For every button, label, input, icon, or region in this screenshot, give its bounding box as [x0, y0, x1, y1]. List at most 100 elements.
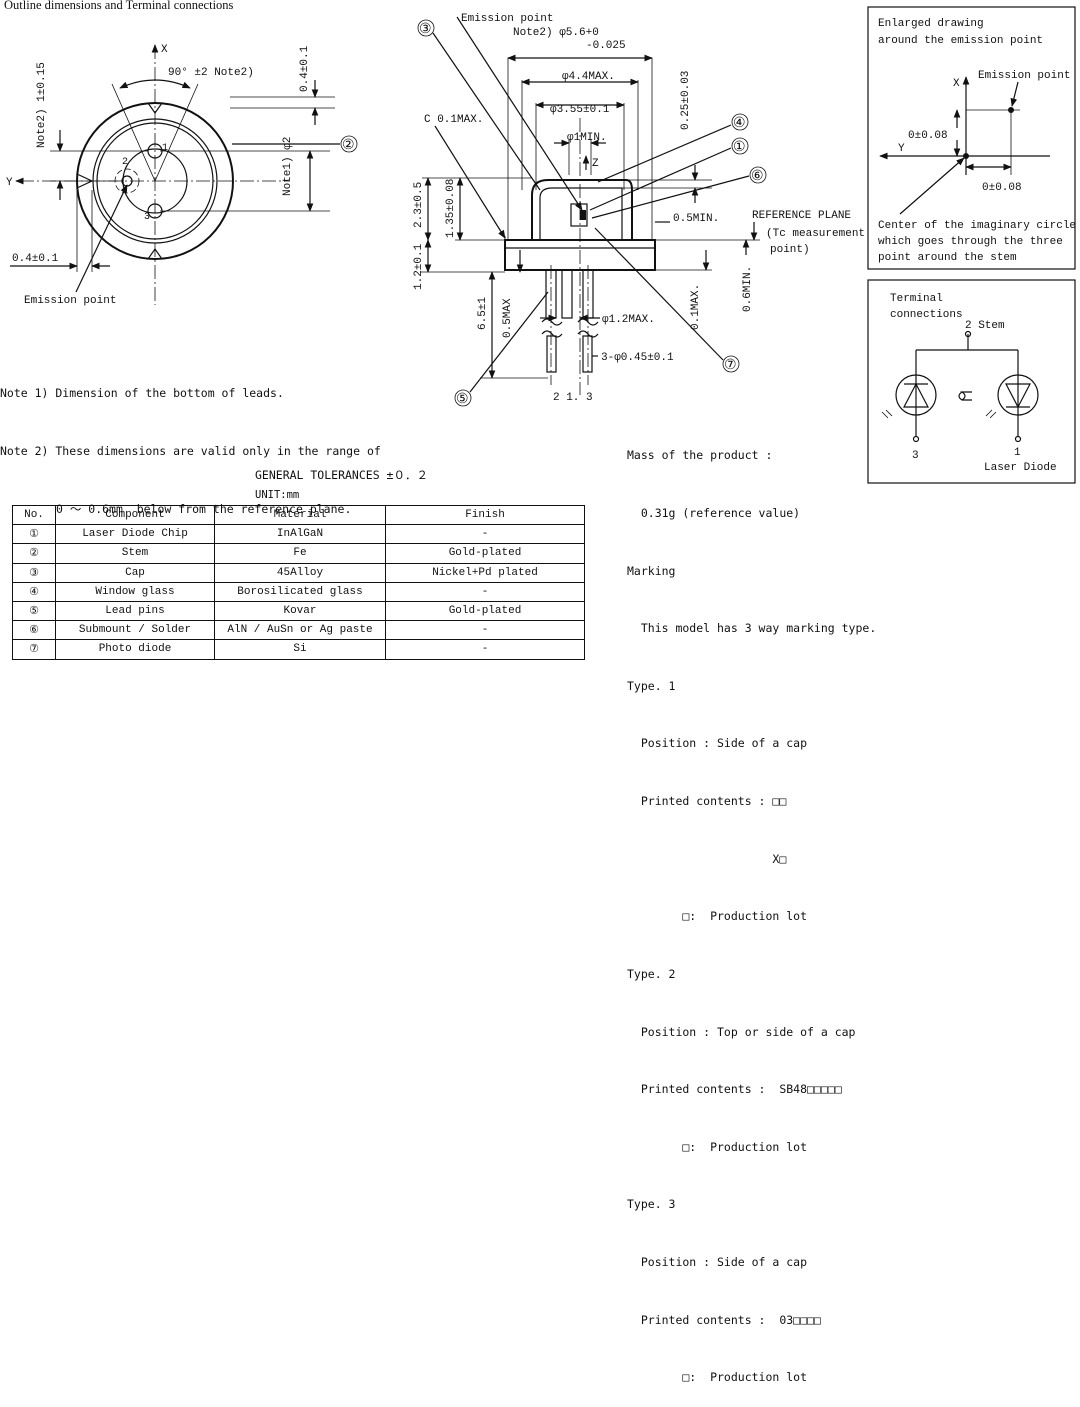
enlarged-x-label: X: [953, 78, 960, 90]
spec-line: □: Production lot: [627, 1370, 808, 1385]
d135-dim: 1.35±0.08: [445, 179, 457, 238]
cell-no: ④: [12, 581, 56, 602]
callout-3: ③: [419, 22, 432, 38]
spec-line: This model has 3 way marking type.: [627, 621, 877, 636]
callout-5: ⑤: [456, 392, 469, 408]
phi12max-dim: φ1.2MAX.: [602, 314, 655, 326]
cell-no: ②: [12, 543, 56, 564]
side-view: Note2) φ5.6+0 -0.025 φ4.4MAX. φ3.55±0.1 …: [413, 13, 865, 408]
leads-dim: 3-φ0.45±0.1: [601, 352, 674, 364]
enlarged-title-1: Enlarged drawing: [878, 18, 984, 30]
cell-component: Submount / Solder: [55, 620, 215, 641]
spec-block: Mass of the product : 0.31g (reference v…: [627, 408, 876, 1407]
spec-line: Type. 3: [627, 1197, 676, 1212]
spec-line: Printed contents : SB48□□□□□: [627, 1082, 842, 1097]
cell-finish: Nickel+Pd plated: [385, 562, 585, 583]
cell-finish: -: [385, 620, 585, 641]
terminal-laser-diode-label: Laser Diode: [984, 462, 1057, 474]
side-offset-dim: 0.4±0.1: [12, 253, 59, 265]
spec-line: Type. 1: [627, 678, 676, 693]
general-tolerances: GENERAL TOLERANCES ±０．２: [255, 468, 428, 482]
d05max-dim: 0.5MAX: [502, 298, 514, 338]
d025-dim: 0.25±0.03: [680, 71, 692, 130]
cap-diameter-tol: -0.025: [586, 40, 626, 52]
z-axis-label: Z: [592, 158, 599, 170]
cell-component: Cap: [55, 562, 215, 583]
col-header-no: No.: [12, 504, 56, 526]
callout-6: ⑥: [751, 169, 764, 185]
spec-line: X□: [627, 851, 787, 866]
pin-label-2: 2: [122, 157, 128, 168]
d05min-dim: 0.5MIN.: [673, 213, 719, 225]
phi1-dim: φ1MIN.: [567, 132, 607, 144]
col-header-finish: Finish: [385, 504, 585, 526]
enlarged-title-2: around the emission point: [878, 35, 1043, 47]
callout-7: ⑦: [724, 358, 737, 374]
emission-point-label: Emission point: [24, 295, 116, 307]
cell-component: Photo diode: [55, 639, 215, 660]
cell-finish: -: [385, 524, 585, 545]
phi44-dim: φ4.4MAX.: [562, 71, 615, 83]
terminal-pin-3: 3: [912, 450, 919, 462]
d65-dim: 6.5±1: [477, 297, 489, 330]
cell-material: Si: [214, 639, 386, 660]
spec-line: □: Production lot: [627, 1139, 808, 1154]
page-title: Outline dimensions and Terminal connecti…: [4, 0, 234, 12]
enlarged-emission-label: Emission point: [978, 70, 1070, 82]
spec-line: Position : Side of a cap: [627, 1254, 808, 1269]
cell-material: Borosilicated glass: [214, 581, 386, 602]
d06min-dim: 0.6MIN.: [742, 266, 754, 312]
cell-component: Stem: [55, 543, 215, 564]
enlarged-dx-dim: 0±0.08: [982, 182, 1022, 194]
terminal-connections-panel: Terminal connections 2 Stem 3 1 Laser Di…: [867, 279, 1076, 484]
table-header-row: No. Component Material Finish: [12, 504, 585, 526]
cell-finish: -: [385, 581, 585, 602]
callout-4: ④: [733, 116, 746, 132]
enlarged-dy-dim: 0±0.08: [908, 130, 948, 142]
cell-no: ⑤: [12, 600, 56, 622]
cell-finish: Gold-plated: [385, 543, 585, 564]
angle-dim: 90° ±2 Note2): [168, 67, 254, 79]
spec-line: Marking: [627, 563, 676, 578]
side-pin-numbers: 2 1. 3: [553, 392, 593, 404]
terminal-pin-1: 1: [1014, 447, 1021, 459]
cell-material: 45Alloy: [214, 562, 386, 583]
cell-material: Kovar: [214, 600, 386, 622]
note2-dim: Note2) 1±0.15: [36, 62, 48, 148]
cell-finish: -: [385, 639, 585, 660]
col-header-material: Material: [214, 504, 386, 526]
cell-component: Laser Diode Chip: [55, 524, 215, 545]
spec-line: □: Production lot: [627, 909, 808, 924]
enlarged-y-label: Y: [898, 143, 905, 155]
pin-label-1: 1: [162, 143, 168, 154]
spec-line: Printed contents : □□: [627, 794, 787, 809]
cap-diameter-dim: Note2) φ5.6+0: [513, 27, 599, 39]
cell-no: ③: [12, 562, 56, 583]
d23-dim: 2.3±0.5: [413, 182, 425, 228]
d12-dim: 1.2±0.1: [413, 243, 425, 290]
cell-component: Lead pins: [55, 600, 215, 622]
phi355-dim: φ3.55±0.1: [550, 104, 610, 116]
bottom-view: X Y 90° ±2 Note2) 0.4±0.1 Note1) φ2: [6, 44, 358, 307]
cell-no: ⑦: [12, 639, 56, 660]
axis-y-label: Y: [6, 177, 13, 189]
enlarged-caption-1: Center of the imaginary circle: [878, 220, 1076, 232]
drawing-canvas: Outline dimensions and Terminal connecti…: [4, 0, 1076, 484]
spec-line: 0.31g (reference value): [627, 506, 801, 521]
top-offset-dim: 0.4±0.1: [299, 45, 311, 92]
cell-material: AlN / AuSn or Ag paste: [214, 620, 386, 641]
cell-material: InAlGaN: [214, 524, 386, 545]
spec-line: Printed contents : 03□□□□: [627, 1312, 821, 1327]
callout-1: ①: [733, 140, 746, 156]
d01max-dim: 0.1MAX.: [690, 284, 702, 330]
terminal-title-1: Terminal: [890, 293, 943, 305]
spec-line: Position : Side of a cap: [627, 736, 808, 751]
col-header-component: Component: [55, 504, 215, 526]
cell-material: Fe: [214, 543, 386, 564]
